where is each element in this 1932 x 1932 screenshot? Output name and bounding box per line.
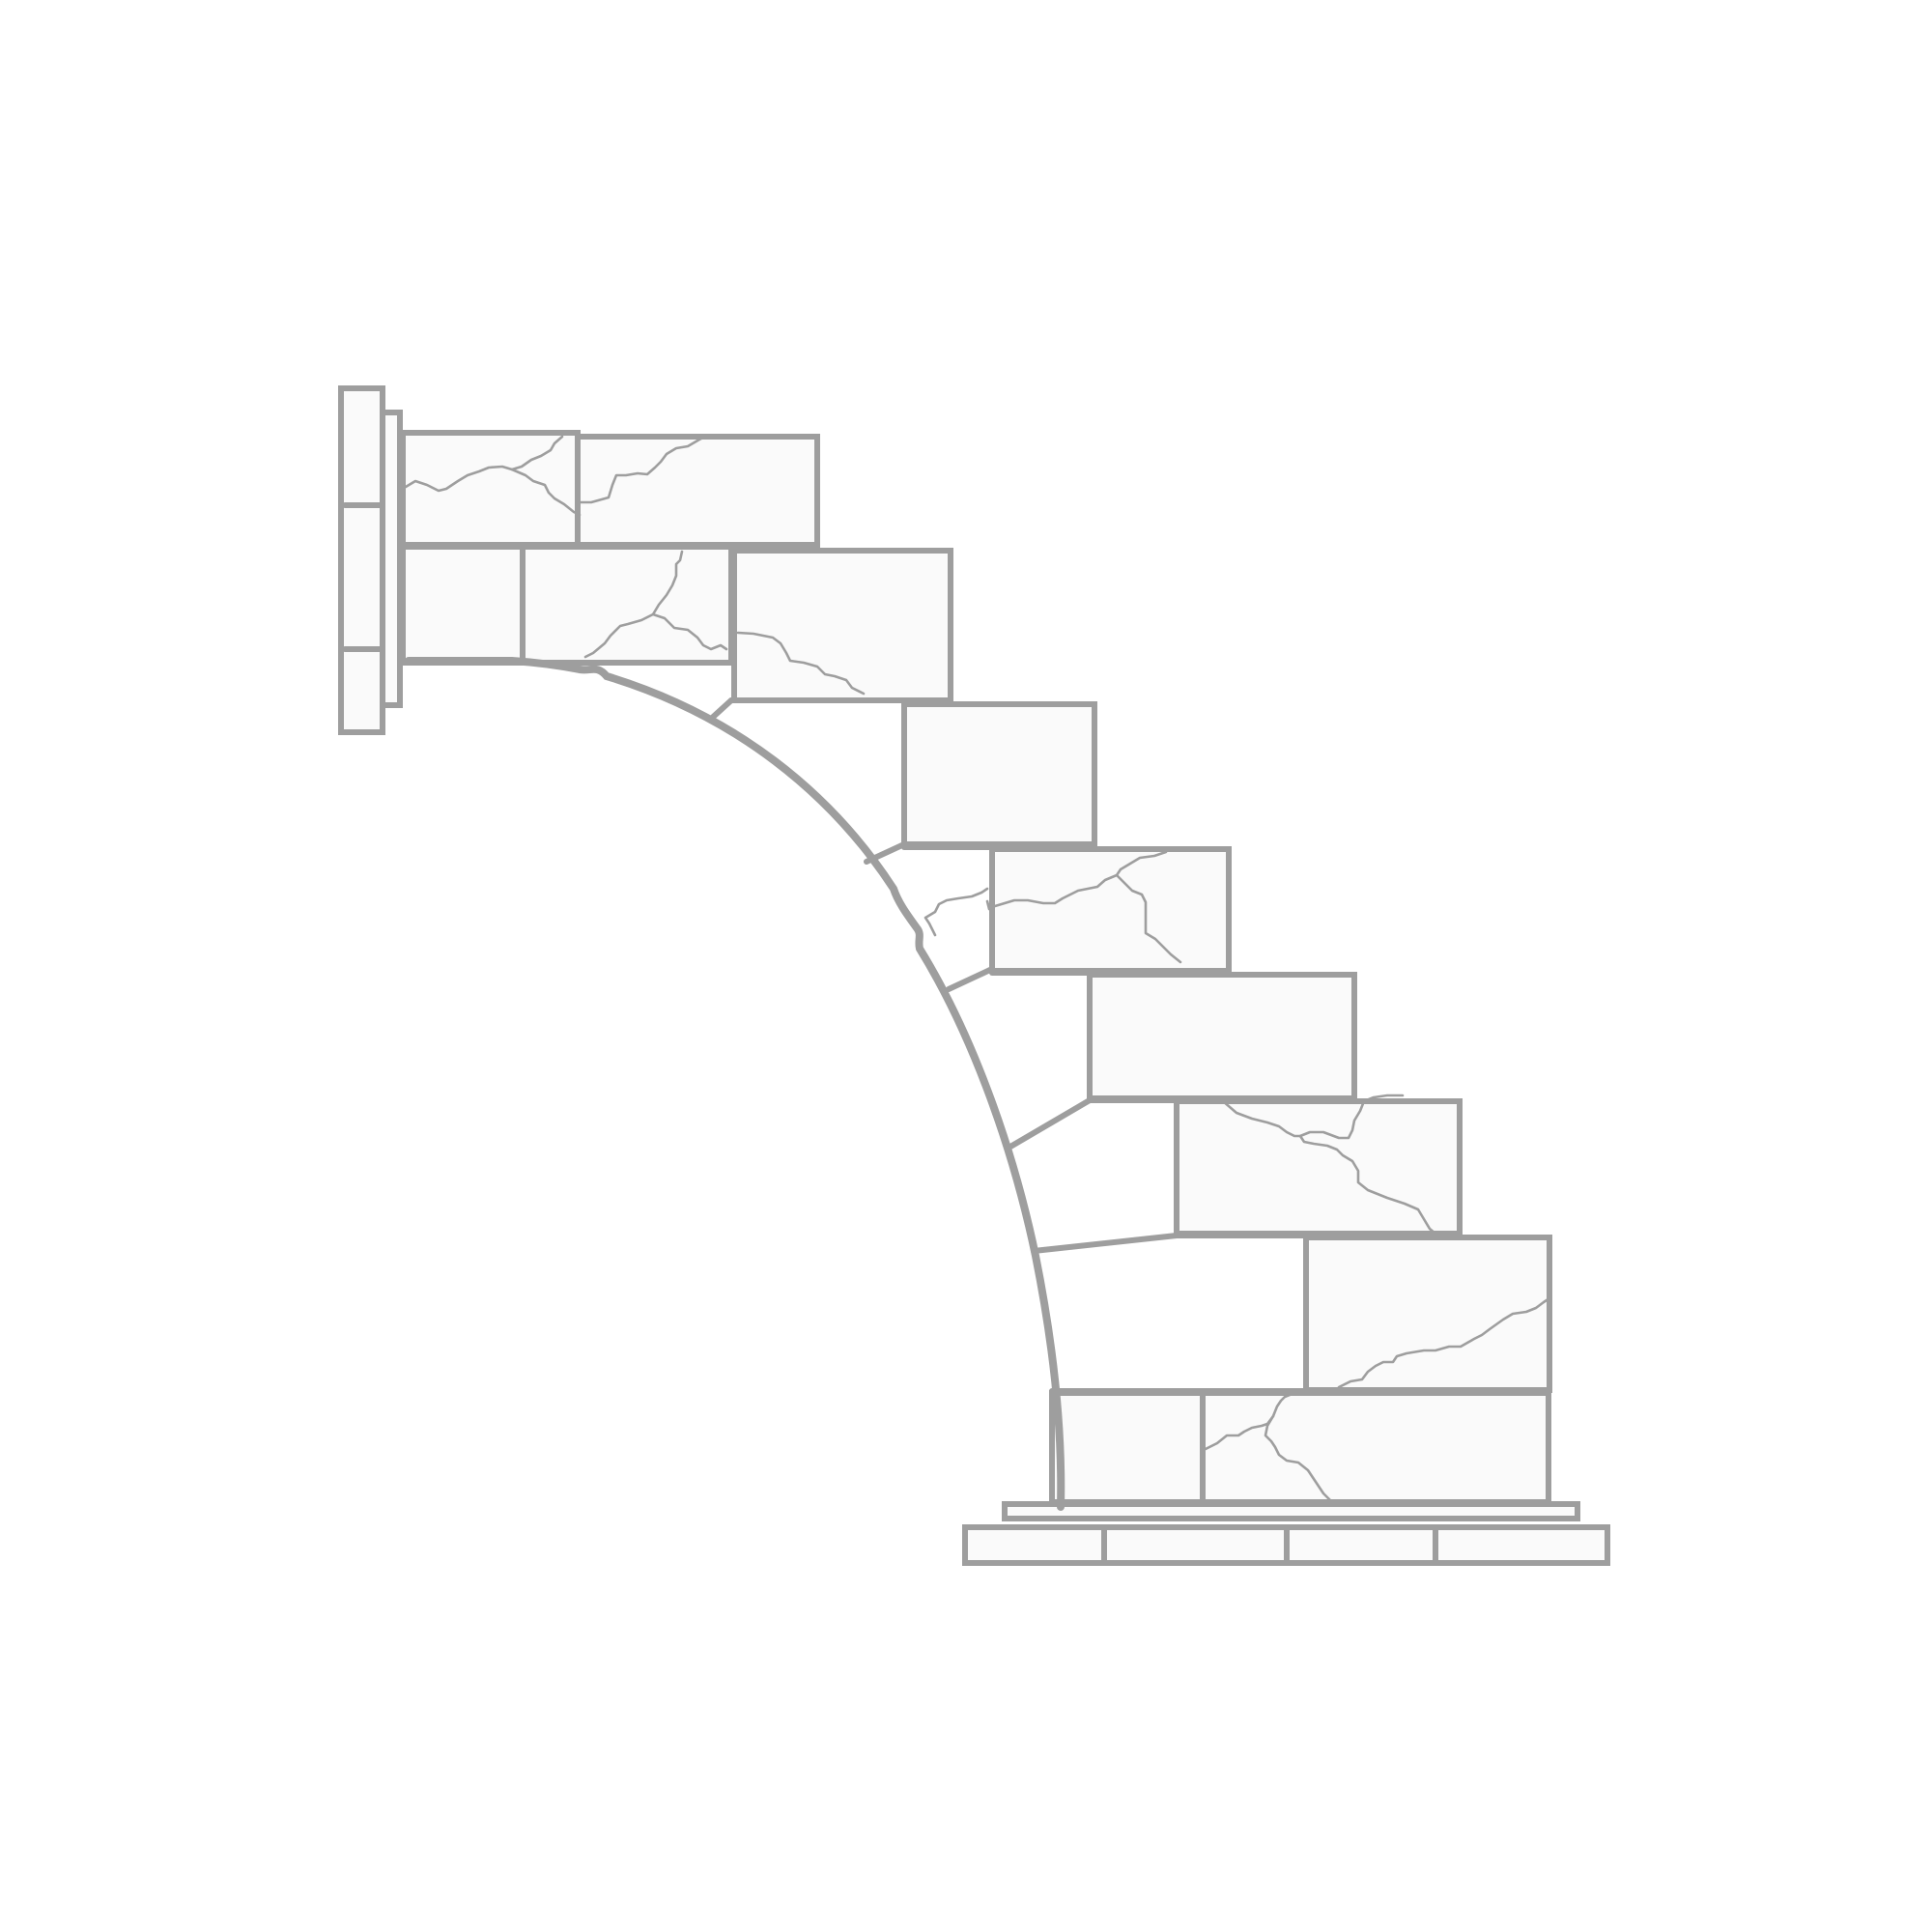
masonry-block bbox=[1200, 1390, 1551, 1505]
pier-inner-column bbox=[380, 410, 403, 708]
crack-line bbox=[1337, 1296, 1551, 1389]
crack-line bbox=[1298, 1094, 1405, 1140]
masonry-block bbox=[731, 548, 953, 703]
masonry-block bbox=[400, 544, 526, 666]
crack-line bbox=[578, 435, 707, 504]
masonry-block bbox=[1049, 1390, 1206, 1505]
masonry-block bbox=[520, 544, 734, 666]
masonry-block bbox=[1174, 1098, 1463, 1236]
course-5 bbox=[989, 970, 1357, 1101]
masonry-block bbox=[989, 846, 1232, 974]
crack-line bbox=[1204, 1391, 1296, 1451]
pier-outer-column bbox=[338, 385, 385, 735]
course-4 bbox=[901, 844, 1232, 974]
voussoir-joint bbox=[1031, 1233, 1179, 1254]
arch-curve bbox=[405, 657, 1065, 1511]
base bbox=[962, 1501, 1610, 1566]
course-2 bbox=[400, 544, 953, 703]
masonry-block bbox=[901, 701, 1097, 847]
course-8 bbox=[1049, 1388, 1551, 1505]
crack-line bbox=[923, 887, 989, 937]
wall-pier bbox=[338, 385, 403, 735]
crack-line bbox=[985, 850, 1168, 911]
crack-line bbox=[404, 435, 564, 493]
voussoir-joint bbox=[1008, 1097, 1093, 1150]
masonry-block bbox=[1303, 1235, 1552, 1393]
base-plinth bbox=[1002, 1501, 1580, 1521]
course-6 bbox=[1087, 1097, 1463, 1236]
crack-line bbox=[1264, 1414, 1333, 1503]
course-7 bbox=[1031, 1233, 1552, 1393]
crack-line bbox=[1221, 1099, 1437, 1236]
crack-line bbox=[1115, 873, 1182, 964]
masonry-block bbox=[1087, 972, 1357, 1101]
masonry-block bbox=[575, 434, 820, 548]
voussoir-joint bbox=[707, 697, 734, 723]
crack-line bbox=[651, 612, 728, 651]
course-3 bbox=[728, 697, 1097, 847]
voussoir-joint bbox=[946, 966, 995, 992]
cracks bbox=[404, 435, 1551, 1503]
crack-line bbox=[736, 631, 866, 696]
crack-line bbox=[510, 468, 582, 517]
